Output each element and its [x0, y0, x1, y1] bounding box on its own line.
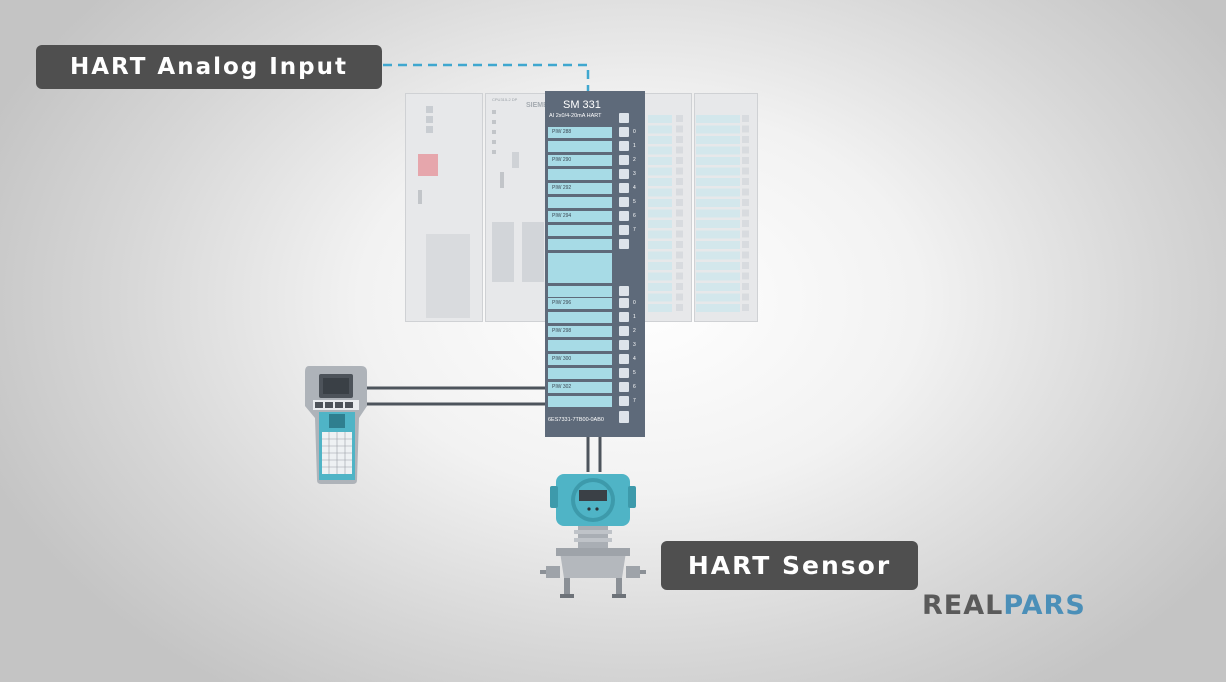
channel-number: 3 — [633, 342, 636, 348]
status-led — [619, 340, 629, 350]
address-slot — [548, 141, 612, 152]
channel-number: 5 — [633, 370, 636, 376]
status-led — [619, 298, 629, 308]
module-subtitle: AI 2x0/4-20mA HART — [549, 113, 602, 119]
status-led — [619, 368, 629, 378]
address-slot — [548, 312, 612, 323]
status-led — [619, 312, 629, 322]
status-led — [619, 286, 629, 296]
channel-number: 4 — [633, 356, 636, 362]
status-led — [619, 326, 629, 336]
module-order-number: 6ES7331-7TB00-0AB0 — [548, 417, 604, 423]
address-slot — [548, 239, 612, 250]
realpars-logo: REALPARS — [922, 590, 1086, 621]
status-led — [619, 155, 629, 165]
module-title: SM 331 — [563, 99, 601, 111]
channel-number: 6 — [633, 384, 636, 390]
status-led — [619, 411, 629, 423]
hart-analog-input-label: HART Analog Input — [36, 45, 382, 89]
address-slot — [548, 197, 612, 208]
address-slot: PIW 302 — [548, 382, 612, 393]
status-led — [619, 197, 629, 207]
address-slot: PIW 300 — [548, 354, 612, 365]
channel-number: 7 — [633, 398, 636, 404]
status-led — [619, 141, 629, 151]
hart-sensor-label: HART Sensor — [661, 541, 918, 590]
status-led — [619, 113, 629, 123]
address-slot — [548, 396, 612, 407]
channel-number: 1 — [633, 143, 636, 149]
channel-number: 0 — [633, 129, 636, 135]
channel-number: 1 — [633, 314, 636, 320]
status-led — [619, 225, 629, 235]
cpu-model-text: CPU315-2 DP — [492, 97, 518, 102]
address-slot: PIW 296 — [548, 298, 612, 309]
status-led — [619, 354, 629, 364]
channel-number: 3 — [633, 171, 636, 177]
address-slot — [548, 368, 612, 379]
hart-sensor-transmitter-icon — [540, 474, 646, 598]
address-slot — [548, 225, 612, 236]
address-slot: PIW 292 — [548, 183, 612, 194]
channel-number: 2 — [633, 157, 636, 163]
sm331-hart-module: SM 331 AI 2x0/4-20mA HART PIW 288 PIW 29… — [545, 91, 645, 437]
label-strip — [548, 253, 612, 283]
status-led — [619, 239, 629, 249]
cpu-brand-text: SIEMENS — [526, 102, 558, 109]
address-slot: PIW 298 — [548, 326, 612, 337]
status-led — [619, 396, 629, 406]
status-led — [619, 127, 629, 137]
status-led — [619, 169, 629, 179]
status-led — [619, 382, 629, 392]
channel-number: 5 — [633, 199, 636, 205]
channel-number: 4 — [633, 185, 636, 191]
channel-number: 2 — [633, 328, 636, 334]
address-slot: PIW 288 — [548, 127, 612, 138]
channel-number: 7 — [633, 227, 636, 233]
right-module-details — [648, 115, 749, 312]
channel-number: 0 — [633, 300, 636, 306]
address-slot: PIW 290 — [548, 155, 612, 166]
status-led — [619, 183, 629, 193]
address-slot — [548, 169, 612, 180]
power-supply-module — [405, 93, 483, 322]
hart-communicator-icon — [305, 366, 367, 484]
status-led — [619, 211, 629, 221]
channel-number: 6 — [633, 213, 636, 219]
address-slot — [548, 286, 612, 297]
address-slot — [548, 340, 612, 351]
address-slot: PIW 294 — [548, 211, 612, 222]
voltage-selector — [418, 154, 438, 176]
